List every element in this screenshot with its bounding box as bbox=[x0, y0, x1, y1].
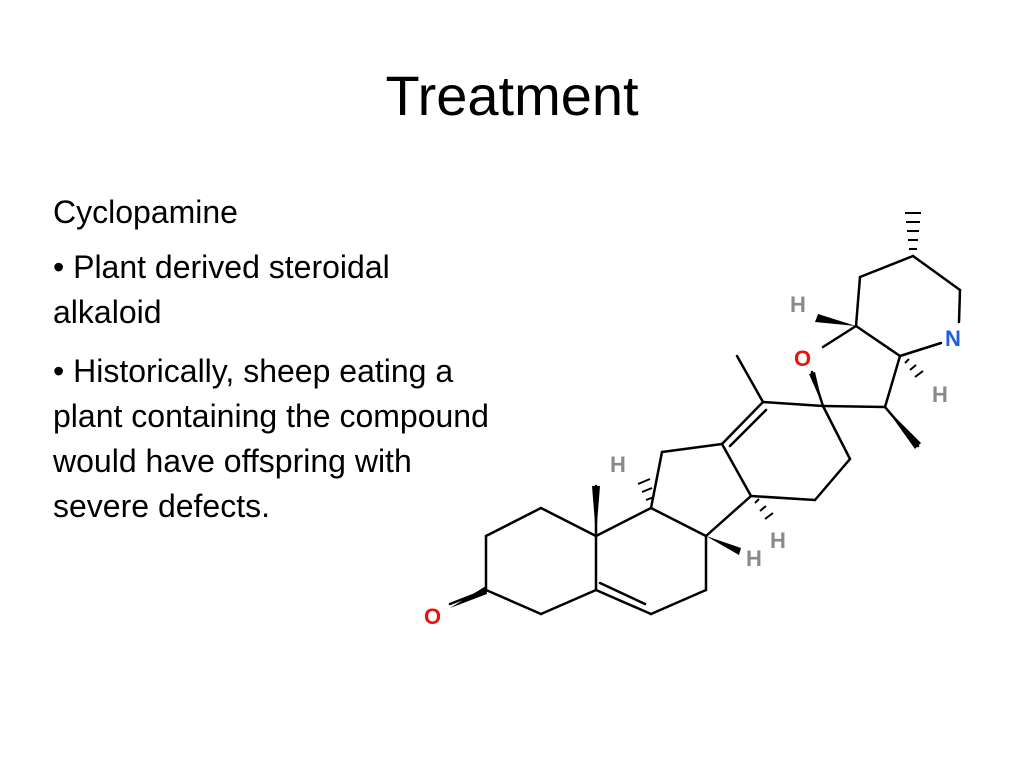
compound-name: Cyclopamine bbox=[53, 194, 238, 230]
slide-title: Treatment bbox=[385, 64, 639, 127]
wedge-bonds bbox=[450, 314, 921, 608]
slide-body: Cyclopamine • Plant derived steroidal al… bbox=[53, 190, 493, 543]
hydrogen-atom: H bbox=[932, 382, 948, 407]
cyclopamine-structure-diagram: O O N H H H H H bbox=[424, 212, 962, 629]
bullet-item: • Plant derived steroidal alkaloid bbox=[53, 249, 390, 330]
hydrogen-atom: H bbox=[610, 452, 626, 477]
nitrogen-atom: N bbox=[945, 326, 961, 351]
hydrogen-atom: H bbox=[790, 292, 806, 317]
ring-oxygen-atom: O bbox=[794, 346, 811, 371]
bond-lines bbox=[448, 254, 962, 616]
hashed-bonds bbox=[637, 212, 924, 520]
hydrogen-atom: H bbox=[770, 528, 786, 553]
hydroxyl-oxygen-atom: O bbox=[424, 604, 441, 629]
hydrogen-atom: H bbox=[746, 546, 762, 571]
bullet-item: • Historically, sheep eating a plant con… bbox=[53, 353, 489, 524]
